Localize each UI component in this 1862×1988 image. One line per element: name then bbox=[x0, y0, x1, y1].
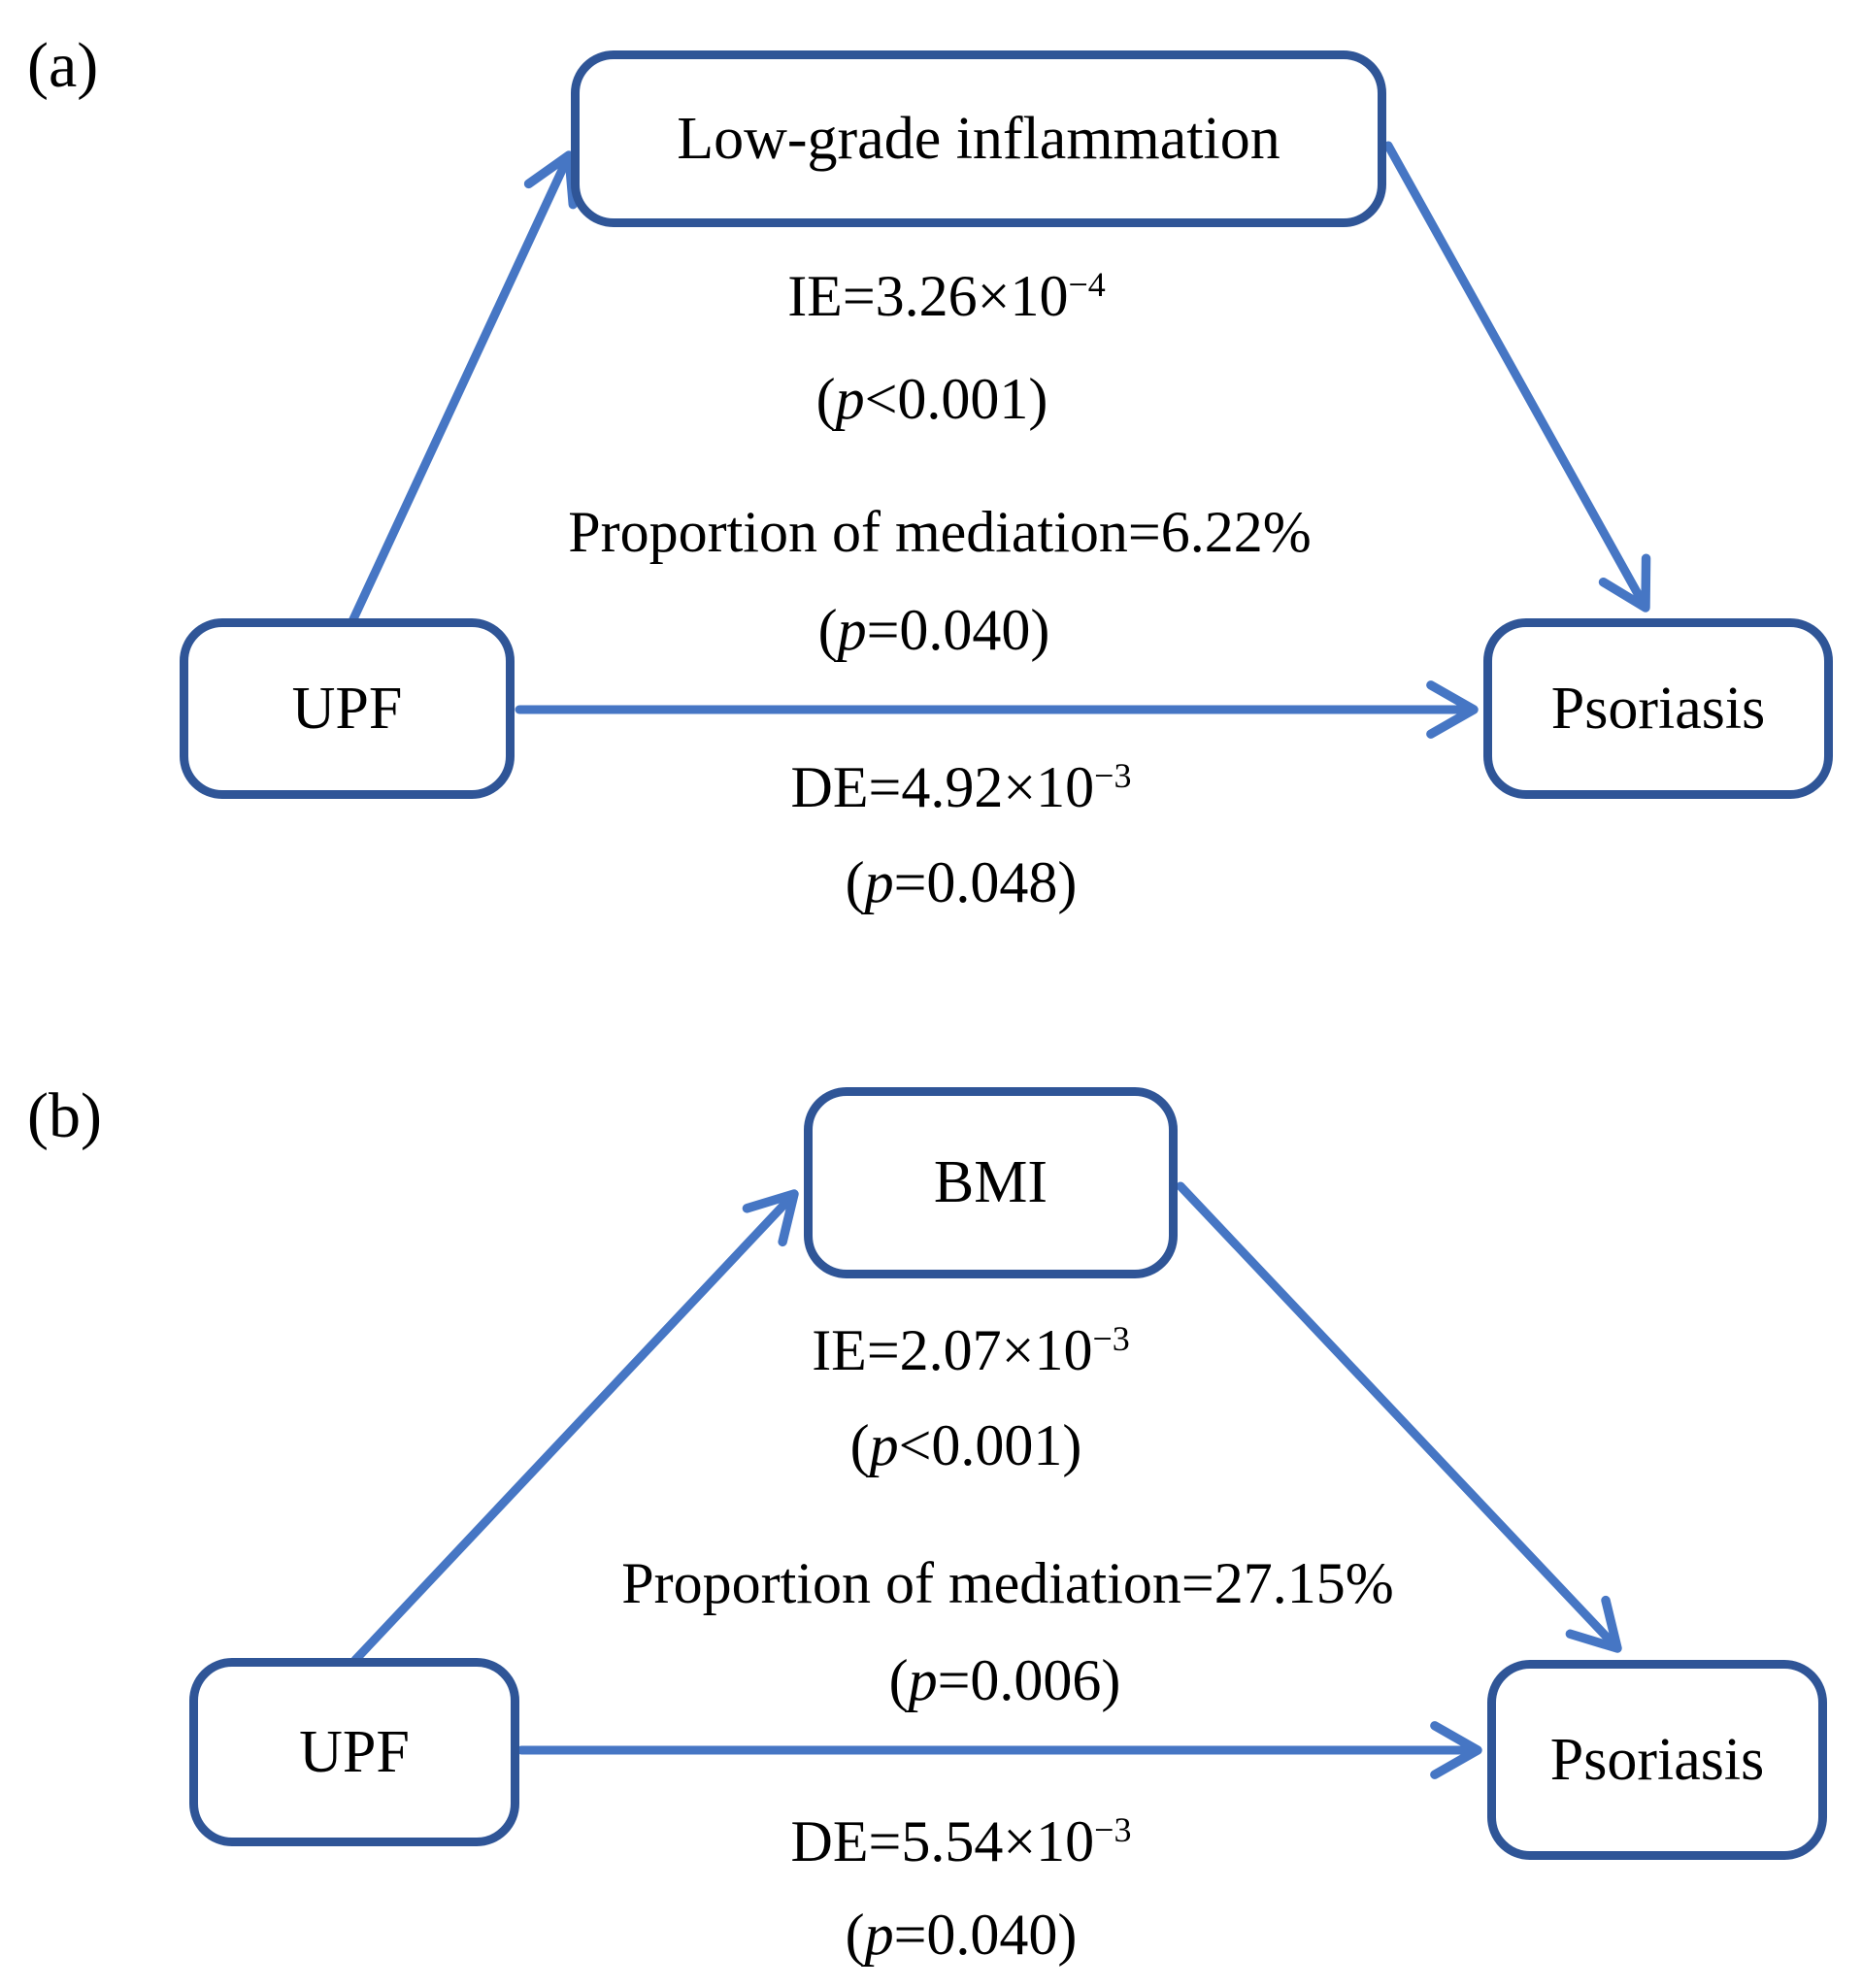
panel-b-outcome-label: Psoriasis bbox=[1549, 1726, 1765, 1793]
panel-b-mediation-proportion: Proportion of mediation=27.15% bbox=[621, 1551, 1394, 1615]
panel-a-outcome-label: Psoriasis bbox=[1550, 675, 1766, 742]
panel-b-ie-base: IE=2.07×10 bbox=[812, 1318, 1093, 1382]
panel-a-mediation-proportion: Proportion of mediation=6.22% bbox=[568, 500, 1312, 564]
panel-a-mediation-pvalue: (p=0.040) bbox=[817, 598, 1050, 662]
panel-b-de-base: DE=5.54×10 bbox=[790, 1809, 1095, 1873]
panel-a-label: (a) bbox=[27, 30, 99, 101]
panel-a-direct-pvalue: (p=0.048) bbox=[845, 850, 1078, 914]
panel-a-exposure-box: UPF bbox=[180, 618, 515, 799]
arrow-b-bmi-to-psoriasis-icon bbox=[1176, 1181, 1622, 1653]
panel-a-de-exponent: −3 bbox=[1094, 756, 1132, 796]
arrow-a-upf-to-inflammation-icon bbox=[348, 150, 578, 626]
panel-b-exposure-box: UPF bbox=[189, 1658, 519, 1846]
panel-b-mediator-box: BMI bbox=[804, 1087, 1178, 1278]
panel-a-direct-effect: DE=4.92×10−3 bbox=[791, 755, 1132, 820]
panel-a-exposure-label: UPF bbox=[291, 675, 403, 742]
panel-b-mediation-pvalue: (p=0.006) bbox=[888, 1648, 1121, 1712]
panel-b-ie-exponent: −3 bbox=[1092, 1319, 1130, 1359]
panel-b-mediator-label: BMI bbox=[933, 1149, 1048, 1215]
panel-b-indirect-effect: IE=2.07×10−3 bbox=[812, 1318, 1130, 1383]
panel-a-de-base: DE=4.92×10 bbox=[790, 755, 1095, 819]
panel-a-ie-base: IE=3.26×10 bbox=[787, 264, 1069, 328]
panel-b-indirect-pvalue: (p<0.001) bbox=[849, 1413, 1082, 1477]
panel-b-direct-effect: DE=5.54×10−3 bbox=[791, 1809, 1132, 1874]
panel-a-outcome-box: Psoriasis bbox=[1483, 618, 1833, 799]
arrow-b-upf-to-bmi-icon bbox=[350, 1189, 799, 1665]
panel-b-direct-pvalue: (p=0.040) bbox=[845, 1903, 1078, 1967]
panel-b-label: (b) bbox=[27, 1080, 102, 1151]
panel-b-outcome-box: Psoriasis bbox=[1487, 1660, 1827, 1860]
panel-b-exposure-label: UPF bbox=[299, 1718, 410, 1785]
panel-a-ie-exponent: −4 bbox=[1068, 265, 1106, 305]
panel-b-de-exponent: −3 bbox=[1094, 1810, 1132, 1850]
panel-a-indirect-effect: IE=3.26×10−4 bbox=[787, 264, 1106, 329]
panel-a-mediator-box: Low-grade inflammation bbox=[571, 50, 1386, 227]
panel-a-indirect-pvalue: (p<0.001) bbox=[815, 367, 1048, 431]
arrow-a-inflammation-to-psoriasis-icon bbox=[1383, 141, 1651, 613]
panel-a-mediator-label: Low-grade inflammation bbox=[677, 105, 1280, 172]
